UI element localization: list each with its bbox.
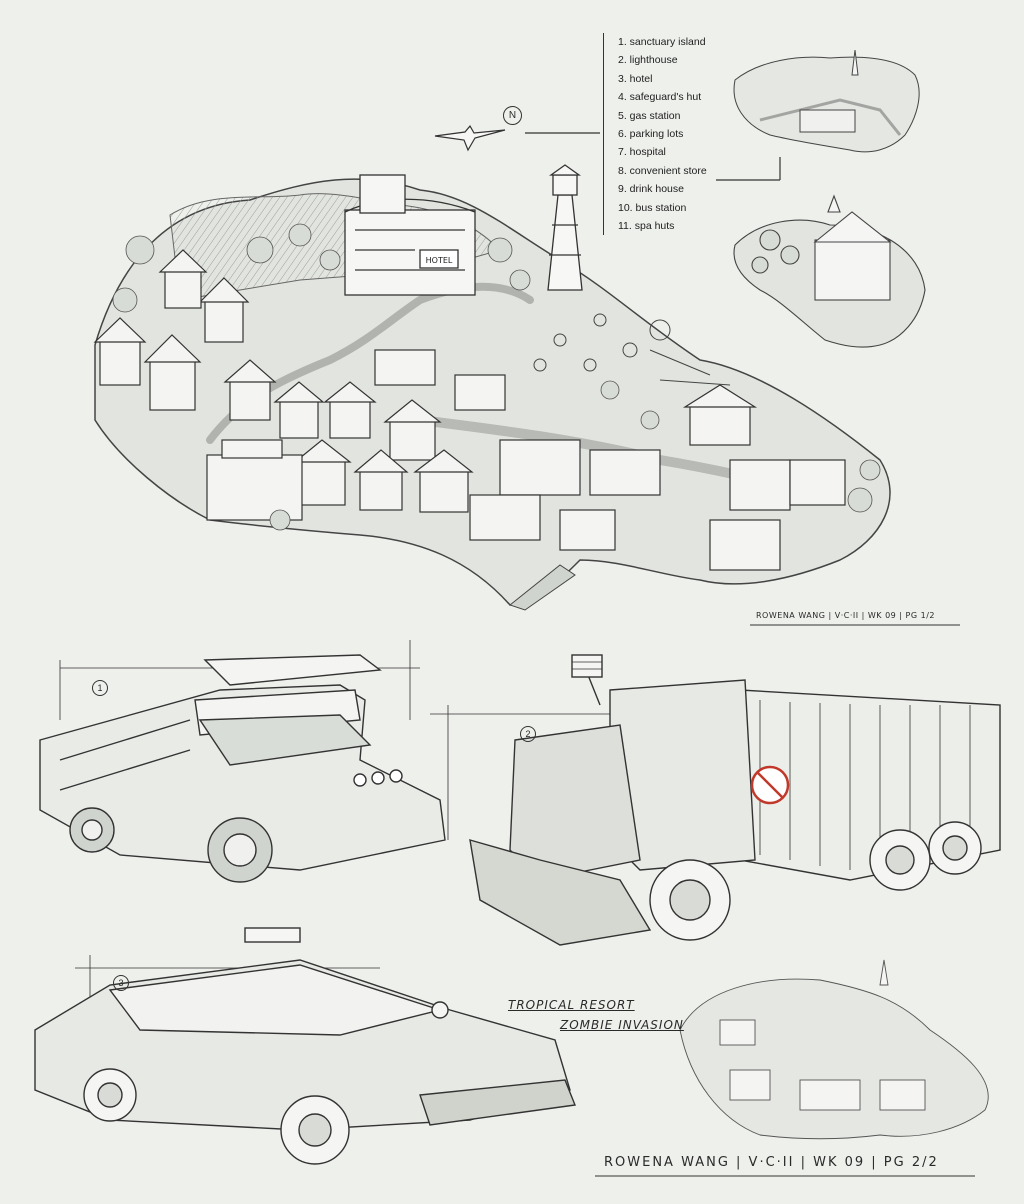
vehicle-rv [39, 640, 446, 883]
vehicle-number-1: 1 [92, 680, 108, 696]
vehicle-number-2: 2 [520, 726, 536, 742]
sanctuary-island [733, 194, 926, 348]
map-legend: 1. sanctuary island 2. lighthouse 3. hot… [603, 33, 758, 236]
legend-item: 5. gas station [618, 109, 681, 122]
title-line-2: ZOMBIE INVASION [560, 1018, 684, 1032]
hotel-sign: HOTEL [426, 256, 453, 265]
compass-rose-icon [434, 124, 600, 152]
hotel-building [344, 174, 476, 296]
lighthouse [547, 164, 583, 291]
legend-item: 4. safeguard's hut [618, 91, 702, 104]
legend-item: 10. bus station [618, 201, 687, 214]
legend-item: 3. hotel [618, 72, 653, 85]
legend-item: 9. drink house [618, 183, 684, 196]
legend-item: 6. parking lots [618, 128, 684, 141]
island-map: HOTEL [93, 164, 891, 611]
vehicle-number-3: 3 [113, 975, 129, 991]
north-label: N [503, 106, 522, 125]
thumbnail-map [679, 959, 989, 1140]
signature-bottom: ROWENA WANG | V·C·II | WK 09 | PG 2/2 [604, 1155, 939, 1170]
vehicle-armored-car [34, 927, 576, 1165]
legend-item: 8. convenient store [618, 164, 707, 177]
signature-top: ROWENA WANG | V·C·II | WK 09 | PG 1/2 [756, 611, 935, 620]
legend-connector [716, 157, 781, 181]
legend-item: 1. sanctuary island [618, 36, 706, 48]
legend-item: 7. hospital [618, 146, 666, 159]
vehicle-armored-truck [430, 654, 1001, 946]
title-line-1: TROPICAL RESORT [508, 998, 635, 1012]
mini-map [733, 49, 920, 153]
legend-item: 11. spa huts [618, 220, 675, 233]
legend-item: 2. lighthouse [618, 54, 678, 67]
